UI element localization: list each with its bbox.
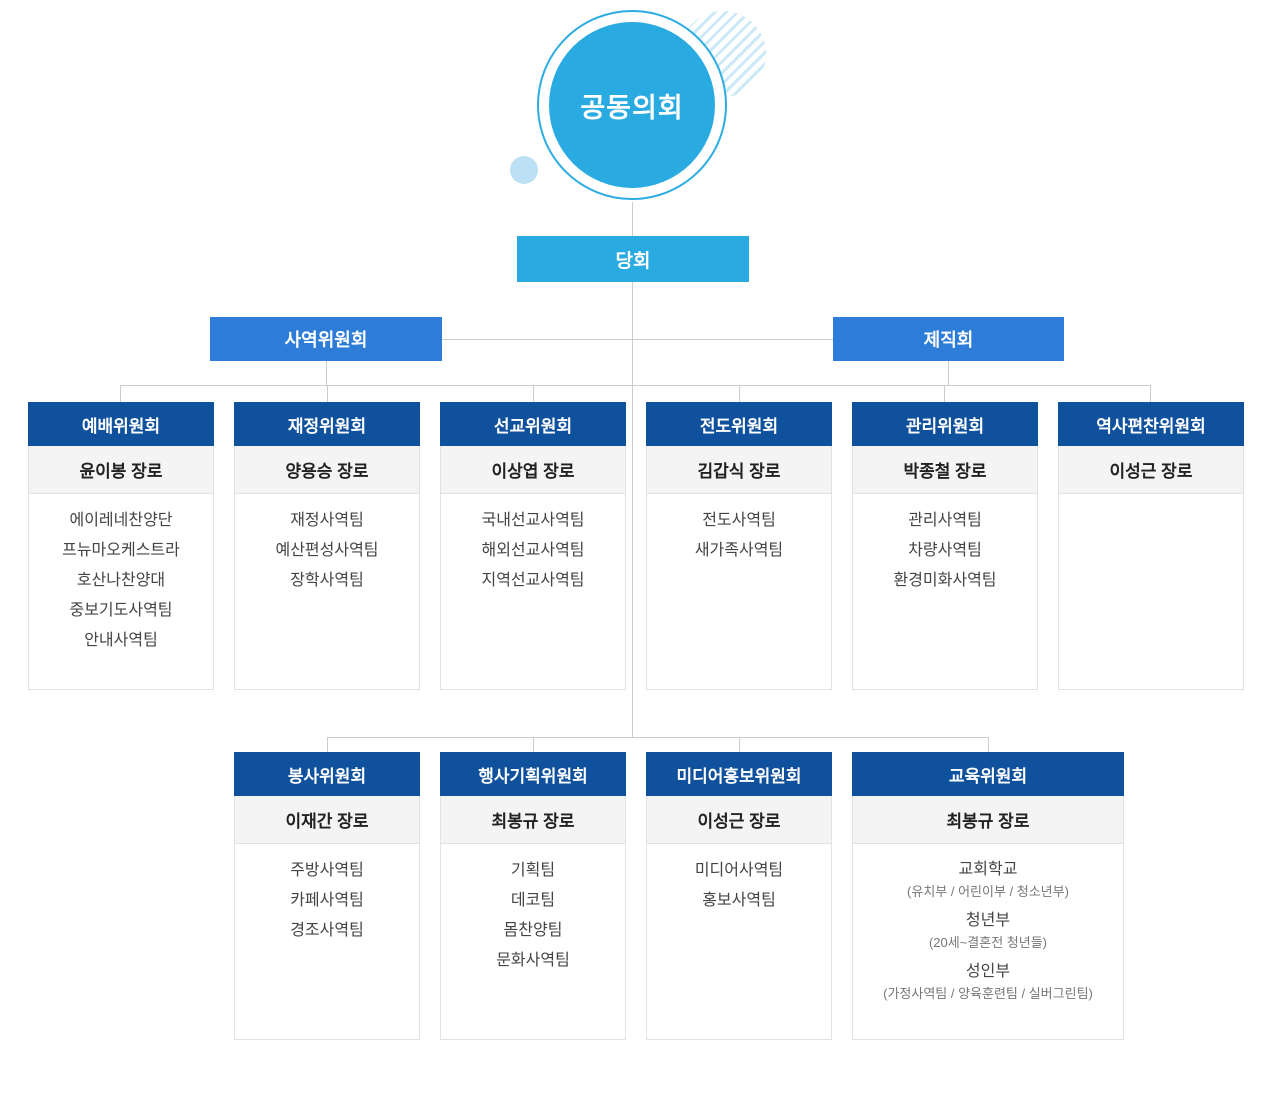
committee-leader: 윤이봉 장로	[29, 446, 213, 494]
committee-title: 재정위원회	[234, 402, 420, 446]
committee-title: 관리위원회	[852, 402, 1038, 446]
branch-officers-meeting: 제직회	[833, 317, 1064, 361]
connector-row1-stub-4	[739, 385, 740, 403]
committee-leader: 이상엽 장로	[441, 446, 625, 494]
committee-title: 교육위원회	[852, 752, 1124, 796]
session-node: 당회	[517, 236, 749, 282]
committee-leader: 최봉규 장로	[441, 796, 625, 844]
committee-group-list: 교회학교 (유치부 / 어린이부 / 청소년부) 청년부 (20세~결혼전 청년들) 성…	[853, 844, 1123, 1039]
team-group-sub: (유치부 / 어린이부 / 청소년부)	[907, 884, 1069, 899]
team-group: 교회학교 (유치부 / 어린이부 / 청소년부)	[853, 856, 1123, 900]
dot-decoration	[510, 156, 538, 184]
team-item: 새가족사역팀	[694, 542, 784, 559]
connector-branch1-stub	[326, 361, 327, 385]
connector-row2-stub-4	[988, 737, 989, 753]
team-item: 데코팀	[510, 892, 556, 909]
committee-title: 봉사위원회	[234, 752, 420, 796]
committee-team-list	[1059, 494, 1243, 689]
team-item: 주방사역팀	[290, 862, 364, 879]
committee-title: 전도위원회	[646, 402, 832, 446]
team-item: 중보기도사역팀	[69, 602, 173, 619]
committee-title: 예배위원회	[28, 402, 214, 446]
committee-leader: 최봉규 장로	[853, 796, 1123, 844]
connector-row2-stub-1	[327, 737, 328, 753]
committee-leader: 이성근 장로	[647, 796, 831, 844]
team-group: 성인부 (가정사역팀 / 양육훈련팀 / 실버그린팀)	[853, 958, 1123, 1002]
team-item: 프뉴마오케스트라	[62, 542, 180, 559]
committee-title: 미디어홍보위원회	[646, 752, 832, 796]
team-item: 장학사역팀	[290, 572, 364, 589]
committee-leader: 박종철 장로	[853, 446, 1037, 494]
connector-branches-horizontal	[442, 339, 833, 340]
team-item: 몸찬양팀	[503, 922, 563, 939]
committee-title: 행사기획위원회	[440, 752, 626, 796]
team-item: 차량사역팀	[908, 542, 982, 559]
team-group-main: 교회학교	[958, 861, 1018, 878]
committee-card-history: 역사편찬위원회 이성근 장로	[1058, 402, 1244, 690]
team-group-main: 청년부	[965, 912, 1011, 929]
team-group-sub: (가정사역팀 / 양육훈련팀 / 실버그린팀)	[883, 986, 1093, 1001]
root-node: 공동의회	[537, 10, 727, 200]
committee-title: 선교위원회	[440, 402, 626, 446]
root-node-label: 공동의회	[549, 22, 715, 188]
team-group-main: 성인부	[965, 963, 1011, 980]
team-item: 전도사역팀	[702, 512, 776, 529]
team-item: 지역선교사역팀	[481, 572, 585, 589]
team-item: 미디어사역팀	[694, 862, 784, 879]
connector-row2-stub-2	[533, 737, 534, 753]
team-item: 국내선교사역팀	[481, 512, 585, 529]
branch-ministry-committee: 사역위원회	[210, 317, 442, 361]
connector-row1-stub-1	[120, 385, 121, 403]
connector-row1-horizontal	[120, 385, 1150, 386]
team-group: 청년부 (20세~결혼전 청년들)	[853, 907, 1123, 951]
connector-row2-stub-3	[739, 737, 740, 753]
team-item: 기획팀	[510, 862, 556, 879]
team-item: 에이레네찬양단	[69, 512, 173, 529]
connector-root-to-session	[632, 202, 633, 236]
committee-card-education: 교육위원회 최봉규 장로 교회학교 (유치부 / 어린이부 / 청소년부) 청년부 (…	[852, 752, 1124, 1040]
team-item: 경조사역팀	[290, 922, 364, 939]
committee-leader: 이성근 장로	[1059, 446, 1243, 494]
team-item: 관리사역팀	[908, 512, 982, 529]
team-item: 재정사역팀	[290, 512, 364, 529]
team-item: 예산편성사역팀	[275, 542, 379, 559]
team-item: 홍보사역팀	[702, 892, 776, 909]
connector-row1-stub-2	[327, 385, 328, 403]
team-item: 안내사역팀	[84, 632, 158, 649]
connector-branch2-stub	[948, 361, 949, 385]
team-item: 카페사역팀	[290, 892, 364, 909]
team-item: 환경미화사역팀	[893, 572, 997, 589]
connector-row2-horizontal	[327, 737, 988, 738]
connector-center-vertical	[632, 282, 633, 737]
team-group-sub: (20세~결혼전 청년들)	[928, 935, 1048, 950]
connector-row1-stub-5	[944, 385, 945, 403]
team-item: 문화사역팀	[496, 952, 570, 969]
connector-row1-stub-3	[533, 385, 534, 403]
committee-leader: 이재간 장로	[235, 796, 419, 844]
committee-leader: 김갑식 장로	[647, 446, 831, 494]
committee-leader: 양용승 장로	[235, 446, 419, 494]
team-item: 호산나찬양대	[76, 572, 166, 589]
team-item: 해외선교사역팀	[481, 542, 585, 559]
committee-title: 역사편찬위원회	[1058, 402, 1244, 446]
connector-row1-stub-6	[1150, 385, 1151, 403]
